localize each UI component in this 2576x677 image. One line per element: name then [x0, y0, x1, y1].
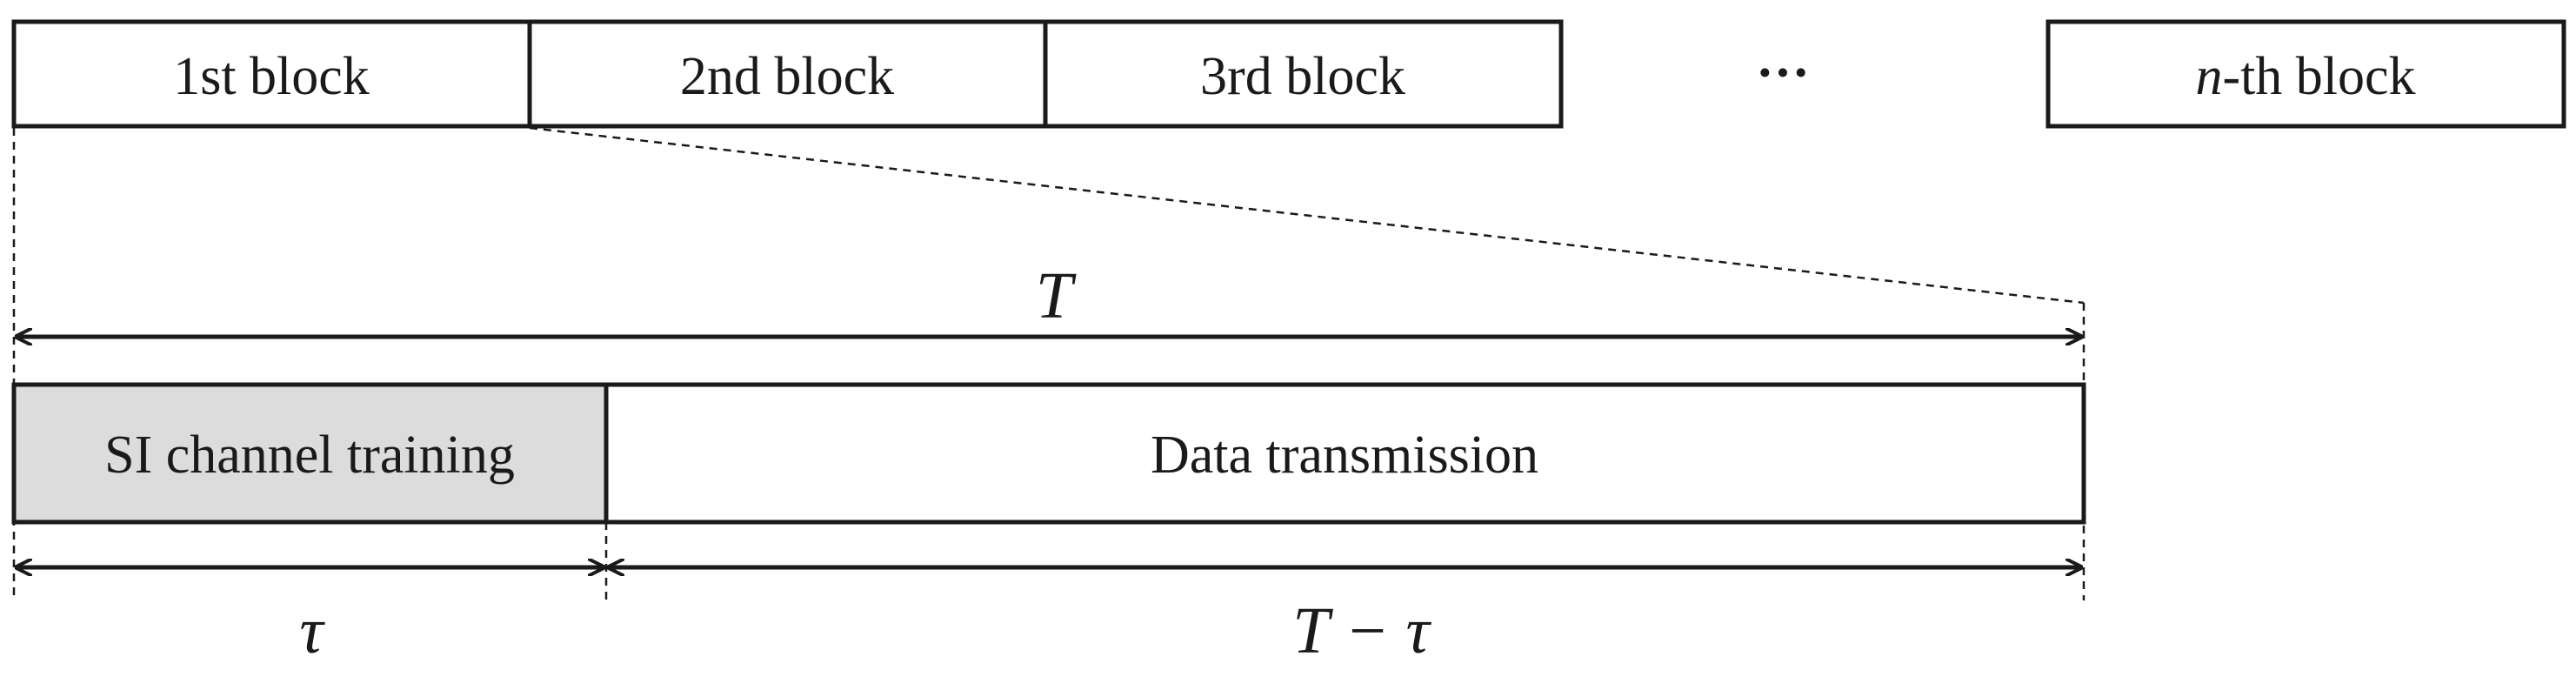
- data-segment: [604, 382, 2086, 525]
- training-label: SI channel training: [104, 426, 515, 485]
- tau-label: τ: [299, 594, 325, 667]
- remaining-label: T − τ: [1292, 594, 1431, 667]
- block-n: [2045, 19, 2566, 129]
- block-row: 1st block 2nd block 3rd block n-th block…: [11, 19, 2566, 129]
- expansion-guides: [12, 126, 2085, 600]
- frame-bar: SI channel training Data transmission: [11, 382, 2086, 525]
- total-duration: T: [16, 259, 2082, 337]
- total-label: T: [1036, 259, 1077, 332]
- training-segment: [11, 382, 609, 525]
- ellipsis: ···: [1756, 44, 1810, 103]
- guide-diagonal: [529, 126, 2085, 305]
- block-n-label-suffix: -th block: [2222, 47, 2415, 106]
- block-n-label-prefix: n: [2195, 47, 2222, 106]
- block-2-label: 2nd block: [680, 47, 894, 106]
- block-n-label: n-th block: [2195, 47, 2415, 106]
- data-label: Data transmission: [1151, 426, 1538, 485]
- block-1: [11, 19, 532, 129]
- block-1-label: 1st block: [173, 47, 370, 106]
- block-3: [1043, 19, 1564, 129]
- block-2: [527, 19, 1048, 129]
- block-3-label: 3rd block: [1200, 47, 1405, 106]
- sub-durations: τ T − τ: [16, 567, 2082, 667]
